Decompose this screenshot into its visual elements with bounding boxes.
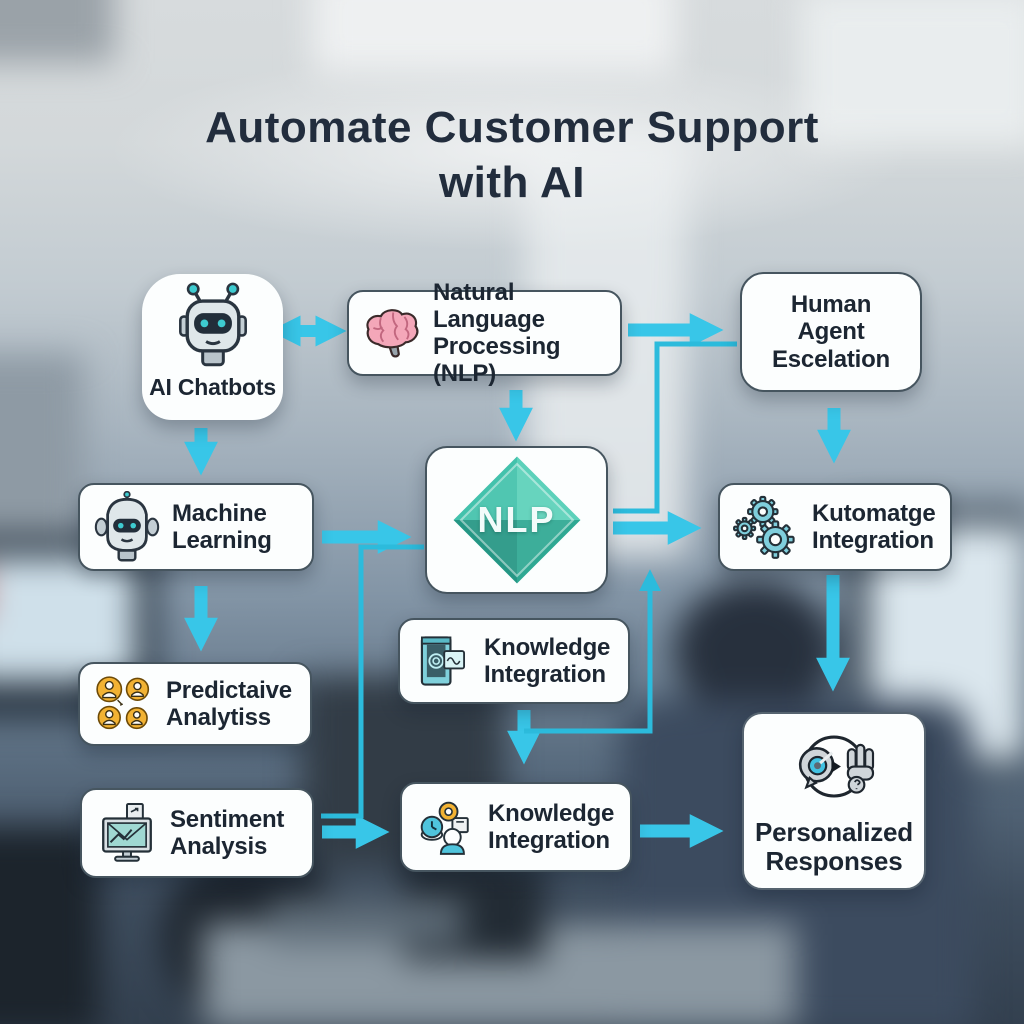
node-label: NLP [477, 499, 556, 540]
node-knowledge-integration-bottom: Knowledge Integration [400, 782, 632, 872]
node-label: Natural Language Processing (NLP) [433, 278, 561, 388]
page-title: Automate Customer Support with AI [0, 100, 1024, 210]
document-monitor-icon [420, 636, 466, 686]
bg-arm [270, 899, 464, 944]
gears-icon [733, 495, 795, 559]
node-label: Sentiment Analysis [170, 805, 285, 860]
user-avatars-icon [96, 676, 150, 730]
title-line-1: Automate Customer Support [205, 103, 819, 152]
bg-monitor-screen [0, 556, 136, 682]
node-machine-learning: Machine Learning [78, 483, 314, 571]
node-sentiment-analysis: Sentiment Analysis [80, 788, 314, 878]
bg-ceiling [0, 0, 115, 63]
node-label: Knowledge Integration [484, 633, 611, 688]
bg-person-head [674, 580, 836, 722]
line-human-core [613, 341, 737, 514]
node-label: Predictaive Analytiss [166, 676, 292, 731]
node-automation-integration: Kutomatge Integration [718, 483, 952, 571]
node-human-agent-escalation: Human Agent Escelation [740, 272, 922, 392]
title-haze [110, 50, 910, 250]
brain-icon [366, 309, 419, 358]
node-label: Personalized Responses [755, 816, 913, 876]
person-workstation-icon [420, 801, 469, 855]
teal-diamond-icon [453, 456, 580, 584]
chatbot-robot-icon [178, 282, 247, 367]
chart-monitor-icon [102, 802, 152, 862]
line-kbottom-core-up [524, 569, 662, 734]
node-label: Human Agent Escelation [771, 291, 891, 373]
line-core-sentiment [321, 544, 424, 819]
response-cycle-icon [798, 735, 875, 798]
node-label: Kutomatge Integration [812, 499, 936, 554]
node-label: Knowledge Integration [488, 799, 615, 854]
node-predictive-analytics: Predictaive Analytiss [78, 662, 312, 746]
bg-monitor [0, 353, 84, 552]
node-knowledge-integration-mid: Knowledge Integration [398, 618, 630, 704]
node-personalized-responses: Personalized Responses [742, 712, 926, 890]
node-label: AI Chatbots [149, 374, 276, 400]
robot-head-icon [94, 491, 160, 562]
node-nlp-core: NLP [425, 446, 608, 594]
title-line-2: with AI [438, 158, 586, 207]
node-ai-chatbots: AI Chatbots [142, 274, 283, 420]
node-nlp-top: Natural Language Processing (NLP) [347, 279, 622, 387]
node-label: Machine Learning [172, 499, 272, 554]
